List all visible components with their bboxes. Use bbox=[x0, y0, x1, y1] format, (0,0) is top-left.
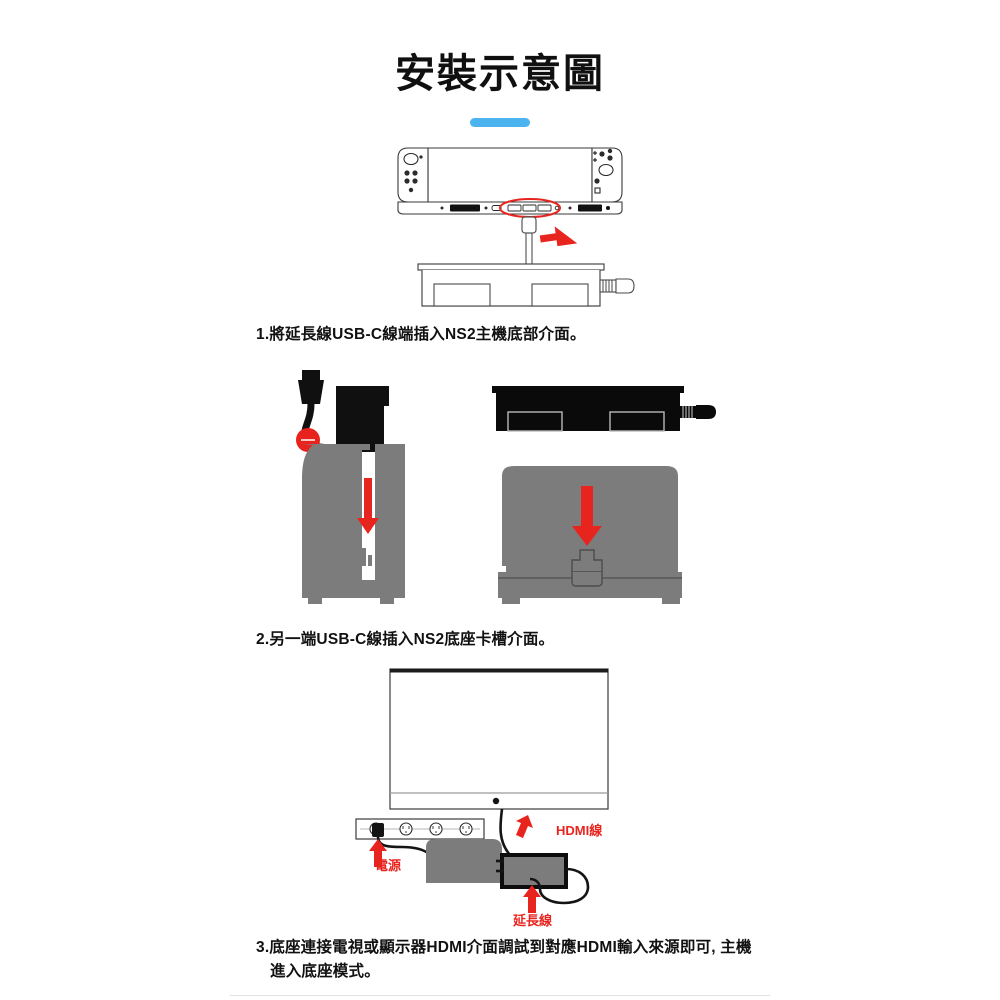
dock-base-outline bbox=[417, 263, 635, 307]
label-power: 電源 bbox=[375, 858, 402, 873]
caption-step-1: 1.將延長線USB-C線端插入NS2主機底部介面。 bbox=[256, 326, 586, 343]
red-arrow-power bbox=[369, 839, 387, 867]
figure-step-3 bbox=[350, 665, 680, 925]
usb-c-extension-cable-assembly bbox=[296, 370, 389, 452]
ns2-console bbox=[397, 147, 623, 215]
dock-gray bbox=[426, 839, 502, 883]
label-hdmi-cable: HDMI線 bbox=[556, 823, 603, 838]
figure-3-svg bbox=[355, 668, 609, 913]
caption-step-2: 2.另一端USB-C線插入NS2底座卡槽介面。 bbox=[256, 631, 555, 648]
red-arrow-hdmi bbox=[516, 815, 533, 838]
caption-step-3-line-2: 進入底座模式。 bbox=[270, 963, 380, 981]
usb-c-cable bbox=[521, 216, 537, 264]
label-extension-cable: 延長線 bbox=[513, 913, 553, 928]
caption-step-3-line-1: 3.底座連接電視或顯示器HDMI介面調試到對應HDMI輸入來源即可, 主機 bbox=[256, 939, 752, 956]
red-down-arrow-front bbox=[572, 486, 602, 546]
title-underline-bar bbox=[470, 118, 530, 127]
dock-side-cross-section bbox=[302, 444, 405, 604]
red-arrow-extension bbox=[523, 885, 541, 913]
page-title: 安裝示意圖 bbox=[395, 52, 605, 96]
bottom-divider bbox=[230, 995, 770, 996]
figure-1-svg bbox=[397, 147, 635, 307]
extension-hub-box bbox=[496, 853, 590, 905]
caption-step-3: 3.底座連接電視或顯示器HDMI介面調試到對應HDMI輸入來源即可, 主機 進入… bbox=[256, 936, 816, 984]
red-arrow-to-port bbox=[539, 226, 578, 247]
dock-front-view bbox=[498, 466, 682, 604]
red-down-arrow-side bbox=[357, 478, 379, 534]
figure-step-2 bbox=[280, 360, 720, 615]
power-strip bbox=[355, 818, 485, 855]
television-monitor bbox=[389, 668, 609, 810]
console-bottom-ports bbox=[440, 204, 610, 212]
figure-step-1 bbox=[380, 140, 640, 315]
extension-board-silhouette bbox=[492, 386, 716, 432]
figure-2-svg bbox=[296, 370, 716, 604]
